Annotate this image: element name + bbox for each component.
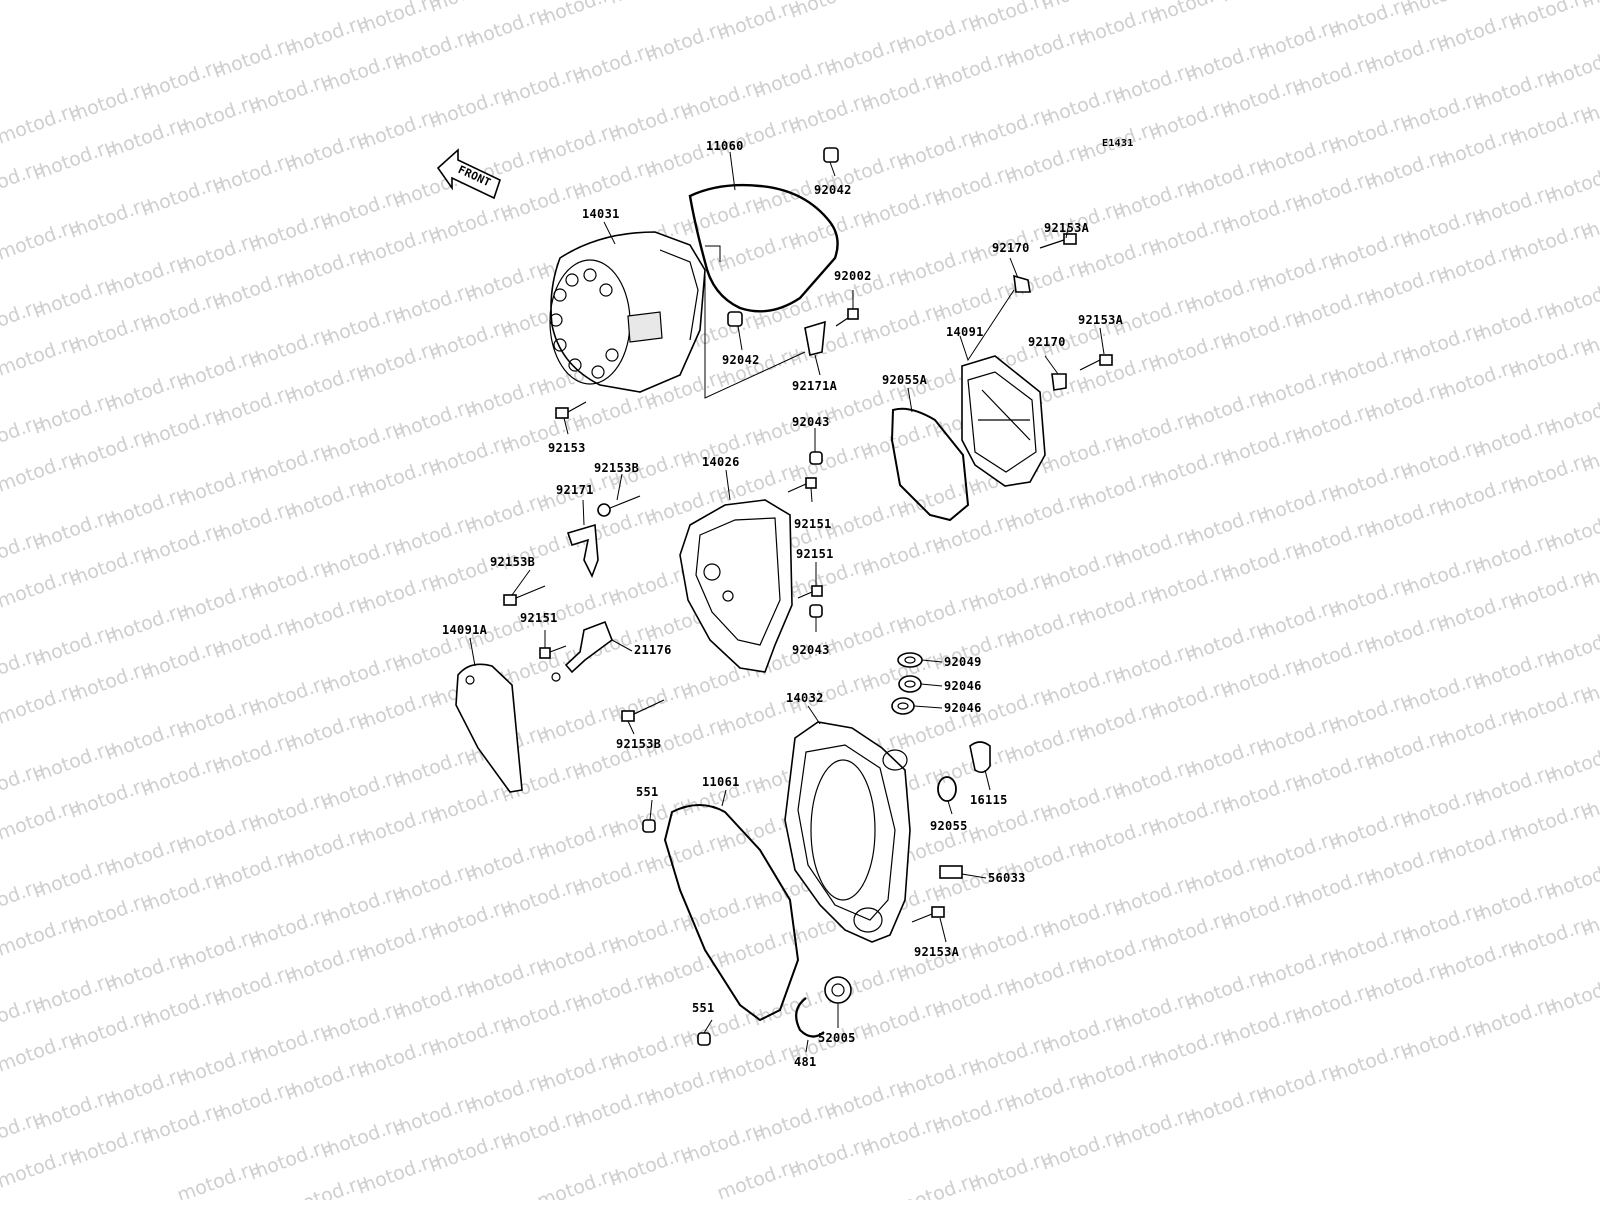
callout-92049: 92049	[944, 655, 982, 669]
leader-lines	[469, 151, 1105, 1053]
callout-21176: 21176	[634, 643, 672, 657]
callout-14026: 14026	[702, 455, 740, 469]
clamp-92170-lower	[1051, 373, 1067, 391]
callout-92170: 92170	[1028, 335, 1066, 349]
watermark-text: motod.ru	[1146, 0, 1235, 29]
bolt-92153B-left	[503, 585, 546, 606]
label-56033	[939, 865, 963, 879]
watermark-text: motod.ru	[1218, 0, 1307, 7]
watermark-text: motod.ru	[786, 0, 875, 23]
callout-56033: 56033	[988, 871, 1026, 885]
callout-92153A: 92153A	[914, 945, 960, 959]
callout-11061: 11061	[702, 775, 740, 789]
callout-14091A: 14091A	[442, 623, 488, 637]
dowel-pin-92043-lower	[809, 604, 823, 618]
dowel-pin-551-bottom	[697, 1032, 711, 1046]
callout-92151: 92151	[794, 517, 832, 531]
callout-92153B: 92153B	[616, 737, 661, 751]
callout-92153A: 92153A	[1044, 221, 1090, 235]
callout-92151: 92151	[520, 611, 558, 625]
clamp-92170-top	[1013, 274, 1031, 293]
callout-labels: 11060 92042 14031 92002 92042 92171A 921…	[442, 139, 1124, 1069]
callout-14031: 14031	[582, 207, 620, 221]
gasket-11060	[688, 183, 839, 313]
generator-cover-14031	[549, 231, 706, 393]
callout-92002: 92002	[834, 269, 872, 283]
callout-52005: 52005	[818, 1031, 856, 1045]
cover-14091	[961, 355, 1046, 487]
callout-92153B: 92153B	[594, 461, 639, 475]
watermark-text: motod.ru	[426, 0, 515, 17]
clutch-cover-14032	[784, 721, 911, 943]
callout-92153: 92153	[548, 441, 586, 455]
circlip-481	[795, 997, 825, 1038]
callout-16115: 16115	[970, 793, 1008, 807]
callout-551: 551	[636, 785, 659, 799]
watermark-text: motod.ru	[1398, 0, 1487, 21]
callout-92043: 92043	[792, 415, 830, 429]
bolt-92153	[555, 401, 587, 419]
cover-14026	[679, 499, 793, 673]
callout-14091: 14091	[946, 325, 984, 339]
gasket-92055A	[890, 407, 970, 522]
callout-92055: 92055	[930, 819, 968, 833]
dowel-pin-92042-lower	[727, 311, 743, 327]
o-ring-92055	[937, 776, 957, 802]
callout-92151: 92151	[796, 547, 834, 561]
cover-14091A	[455, 663, 523, 793]
gear-52005	[824, 976, 852, 1004]
callout-92153A: 92153A	[1078, 313, 1124, 327]
bolt-92151-middle	[797, 585, 823, 599]
callout-92171: 92171	[556, 483, 594, 497]
bolt-92153A-middle	[1079, 354, 1113, 371]
callout-14032: 14032	[786, 691, 824, 705]
cap-16115	[969, 741, 991, 774]
callout-92042: 92042	[722, 353, 760, 367]
callout-92042: 92042	[814, 183, 852, 197]
gasket-11061	[663, 804, 800, 1022]
watermark-text: motod.ru	[534, 0, 623, 31]
bolt-92153A-lower	[911, 906, 945, 923]
bolt-92002	[835, 308, 859, 327]
callout-92171A: 92171A	[792, 379, 838, 393]
oil-seal-92049	[897, 652, 923, 668]
bearing-92046-upper	[898, 675, 922, 693]
bolt-92153A-top	[1039, 233, 1077, 249]
diagram-code: E1431	[1102, 138, 1134, 149]
dowel-pin-92042-top	[823, 147, 839, 163]
callout-11060: 11060	[706, 139, 744, 153]
callout-551: 551	[692, 1001, 715, 1015]
clamp-92171	[566, 523, 599, 578]
sensor-21176	[551, 620, 613, 682]
bearing-92046-lower	[891, 697, 915, 715]
callout-92046: 92046	[944, 701, 982, 715]
callout-92046: 92046	[944, 679, 982, 693]
watermark-text: motod.ru	[858, 0, 947, 1]
dowel-pin-92043-top	[809, 451, 823, 465]
watermark-text: motod.ru	[606, 0, 695, 9]
callout-92043: 92043	[792, 643, 830, 657]
clamp-92171A	[804, 320, 826, 356]
callout-92170: 92170	[992, 241, 1030, 255]
bolt-92153B-top	[597, 495, 641, 517]
callout-92153B: 92153B	[490, 555, 535, 569]
callout-481: 481	[794, 1055, 817, 1069]
dowel-pin-551-top	[642, 819, 656, 833]
watermark-text: motod.ru	[1038, 0, 1127, 15]
callout-92055A: 92055A	[882, 373, 928, 387]
